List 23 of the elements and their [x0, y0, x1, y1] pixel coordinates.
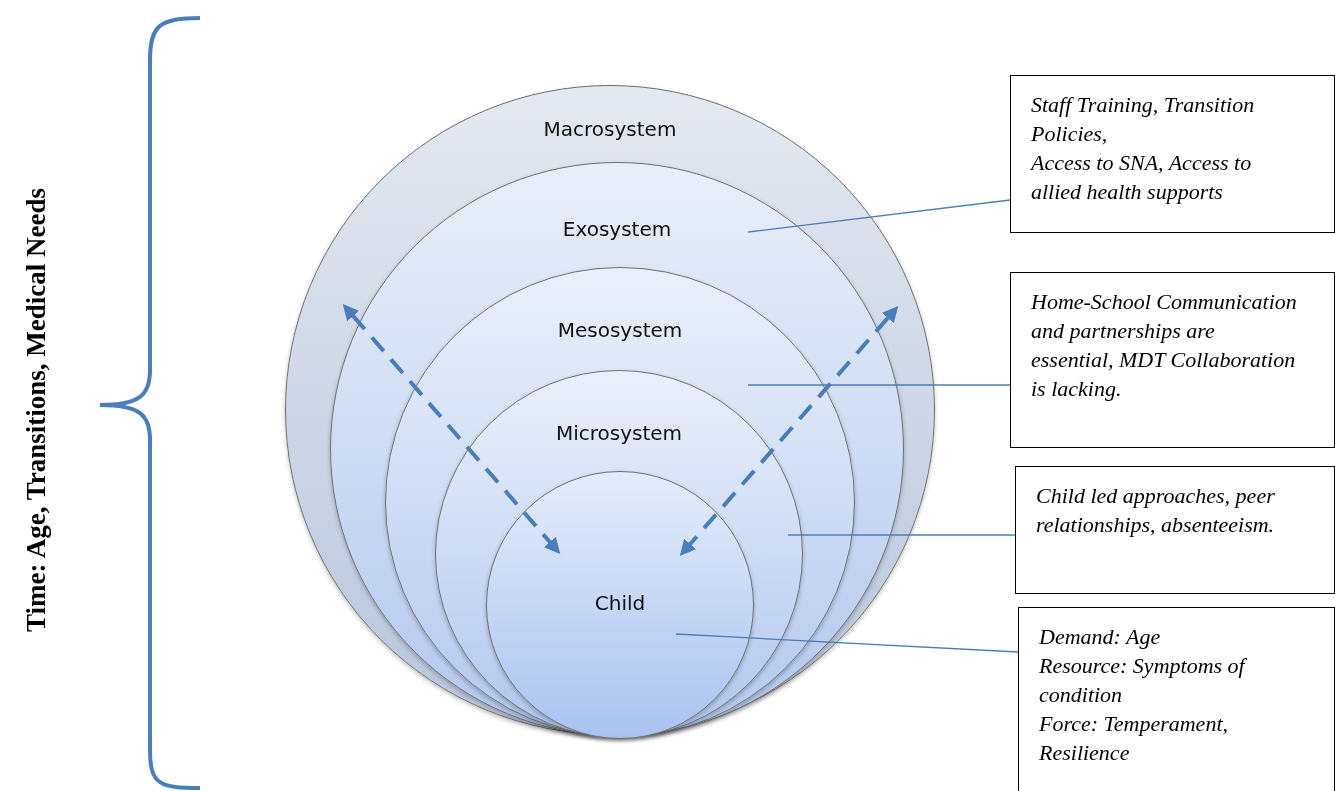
system-label: Child: [594, 591, 646, 615]
note-text: Resource: Symptoms of condition: [1039, 652, 1248, 709]
system-label: Exosystem: [562, 217, 672, 241]
note-text: Demand: Age: [1039, 623, 1162, 651]
note-box: [1015, 466, 1335, 594]
note-text: Staff Training, Transition Policies,: [1031, 91, 1256, 148]
note-text: Home-School Communication and partnerships are essential, MDT Collaboration is lacking.: [1031, 288, 1298, 403]
leader-line: [675, 633, 1019, 653]
time-label: Time: Age, Transitions, Medical Needs: [20, 188, 52, 632]
leader-line: [787, 534, 1016, 536]
system-label: Macrosystem: [543, 117, 677, 141]
note-text: Force: Temperament, Resilience: [1039, 710, 1229, 767]
leader-line: [747, 199, 1011, 233]
system-label: Mesosystem: [557, 318, 683, 342]
note-box: [1010, 272, 1335, 448]
note-box: [1018, 607, 1335, 791]
dashed-double-arrow: [679, 306, 899, 556]
note-text: Child led approaches, peer relationships, absenteeism.: [1036, 482, 1276, 539]
note-box: [1010, 75, 1335, 233]
leader-line: [747, 384, 1011, 386]
note-text: Access to SNA, Access to allied health supports: [1031, 149, 1253, 206]
dashed-double-arrow: [342, 303, 561, 555]
system-label: Microsystem: [555, 421, 683, 445]
